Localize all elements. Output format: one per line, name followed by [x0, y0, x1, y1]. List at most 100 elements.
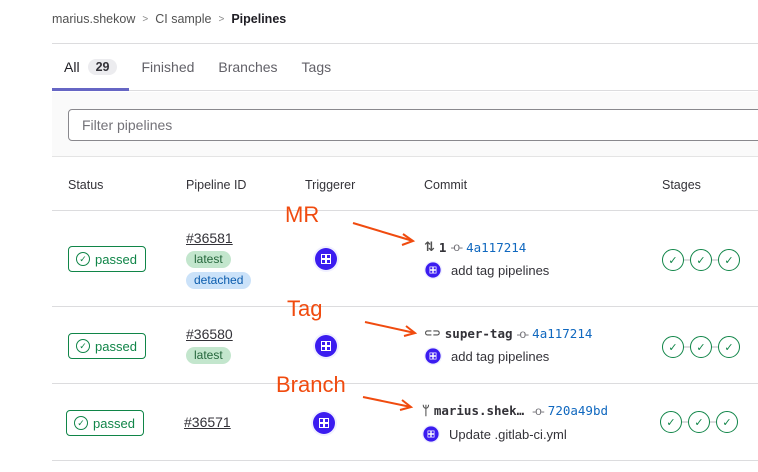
annotation-tag: Tag: [287, 296, 323, 321]
status-passed-icon: ✓: [76, 252, 90, 266]
tab-label: Tags: [301, 59, 332, 75]
status-passed-icon: ✓: [76, 339, 90, 353]
ref-name-link[interactable]: super-tag: [444, 326, 513, 341]
commit-ref: ⇅ 1 -o- 4a117214: [424, 239, 526, 255]
commit-message-link[interactable]: add tag pipelines: [451, 348, 550, 364]
stages-graph: ✓ ✓ ✓: [662, 249, 740, 271]
commit-icon: -o-: [532, 403, 545, 418]
annotation-arrow-icon: [364, 321, 418, 337]
stage-passed-icon[interactable]: ✓: [690, 249, 712, 271]
stage-passed-icon[interactable]: ✓: [660, 411, 682, 433]
commit-sha-link[interactable]: 4a117214: [466, 239, 527, 255]
triggerer-avatar[interactable]: [311, 410, 337, 436]
latest-badge: latest: [186, 347, 231, 364]
annotation-branch: Branch: [276, 372, 346, 397]
stages-graph: ✓ ✓ ✓: [662, 336, 740, 358]
commit-message-line: add tag pipelines: [424, 261, 549, 279]
stage-connector: [712, 259, 718, 261]
commit-ref: ⊂⊃ super-tag -o- 4a117214: [424, 326, 592, 341]
triggerer-avatar[interactable]: [313, 333, 339, 359]
table-row: [52, 384, 758, 461]
pipeline-id-link[interactable]: #36581: [186, 230, 233, 246]
chevron-right-icon: >: [142, 13, 149, 25]
triggerer-avatar[interactable]: [313, 246, 339, 272]
status-badge[interactable]: ✓ passed: [68, 333, 146, 359]
pipeline-id-link[interactable]: #36580: [186, 326, 233, 342]
merge-request-icon: ⇅: [424, 239, 435, 254]
identicon-icon: [313, 412, 335, 434]
tab-branches[interactable]: Branches: [206, 44, 289, 90]
identicon-icon: [315, 248, 337, 270]
stage-passed-icon[interactable]: ✓: [718, 336, 740, 358]
divider: [52, 43, 758, 44]
filter-pipelines-input[interactable]: [68, 109, 758, 141]
annotation-arrow-icon: [352, 222, 416, 246]
stage-connector: [684, 346, 690, 348]
table-row: [52, 307, 758, 384]
stage-connector: [710, 421, 716, 423]
breadcrumb-project[interactable]: CI sample: [155, 12, 212, 26]
ref-name-link[interactable]: marius.shek…: [433, 403, 525, 418]
tab-tags[interactable]: Tags: [290, 44, 344, 90]
divider: [52, 210, 758, 211]
tab-all[interactable]: All 29: [52, 44, 130, 91]
status-text: passed: [93, 415, 135, 431]
author-avatar[interactable]: [422, 425, 440, 443]
header-commit: Commit: [424, 178, 468, 192]
stage-connector: [684, 259, 690, 261]
ref-name-link[interactable]: 1: [438, 239, 447, 255]
commit-message-line: add tag pipelines: [424, 347, 549, 365]
detached-badge: detached: [186, 272, 252, 289]
stage-connector: [682, 421, 688, 423]
status-passed-icon: ✓: [74, 416, 88, 430]
author-avatar[interactable]: [424, 347, 442, 365]
table-row: [52, 211, 758, 307]
commit-sha-link[interactable]: 4a117214: [532, 326, 593, 341]
header-triggerer: Triggerer: [305, 178, 356, 192]
identicon-icon: [425, 348, 441, 364]
chevron-right-icon: >: [218, 13, 225, 25]
header-pipeline-id: Pipeline ID: [186, 178, 247, 192]
tab-finished[interactable]: Finished: [129, 44, 206, 90]
author-avatar[interactable]: [424, 261, 442, 279]
tag-icon: ⊂⊃: [424, 328, 441, 339]
stage-passed-icon[interactable]: ✓: [662, 336, 684, 358]
commit-message-link[interactable]: add tag pipelines: [451, 262, 550, 278]
commit-message-link[interactable]: Update .gitlab-ci.yml: [449, 426, 567, 442]
stage-passed-icon[interactable]: ✓: [716, 411, 738, 433]
tab-label: Branches: [218, 59, 278, 75]
status-badge[interactable]: ✓ passed: [68, 246, 146, 272]
tab-label: All: [64, 59, 80, 75]
identicon-icon: [315, 335, 337, 357]
stage-passed-icon[interactable]: ✓: [662, 249, 684, 271]
header-status: Status: [68, 178, 104, 192]
stage-passed-icon[interactable]: ✓: [718, 249, 740, 271]
breadcrumb: marius.shekow > CI sample > Pipelines: [52, 12, 286, 26]
pipeline-id-link[interactable]: #36571: [184, 414, 231, 430]
commit-ref: ᛘ marius.shek… -o- 720a49bd: [422, 403, 608, 418]
stage-connector: [712, 346, 718, 348]
pipeline-tabs: All 29 Finished Branches Tags: [52, 44, 758, 91]
commit-sha-link[interactable]: 720a49bd: [547, 403, 609, 418]
latest-badge: latest: [186, 251, 231, 268]
commit-icon: -o-: [450, 240, 463, 254]
stages-graph: ✓ ✓ ✓: [660, 411, 738, 433]
status-text: passed: [95, 251, 137, 267]
identicon-icon: [423, 426, 439, 442]
annotation-arrow-icon: [362, 396, 414, 411]
header-stages: Stages: [662, 178, 701, 192]
count-badge: 29: [87, 59, 118, 75]
status-badge[interactable]: ✓ passed: [66, 410, 144, 436]
breadcrumb-current[interactable]: Pipelines: [231, 12, 287, 26]
commit-message-line: Update .gitlab-ci.yml: [422, 425, 567, 443]
filter-bar: [52, 92, 758, 157]
tab-label: Finished: [141, 59, 195, 75]
stage-passed-icon[interactable]: ✓: [690, 336, 712, 358]
identicon-icon: [425, 262, 441, 278]
annotation-mr: MR: [285, 202, 320, 227]
breadcrumb-user[interactable]: marius.shekow: [52, 12, 136, 26]
stage-passed-icon[interactable]: ✓: [688, 411, 710, 433]
commit-icon: -o-: [516, 326, 530, 341]
branch-icon: ᛘ: [422, 403, 430, 418]
status-text: passed: [95, 338, 137, 354]
